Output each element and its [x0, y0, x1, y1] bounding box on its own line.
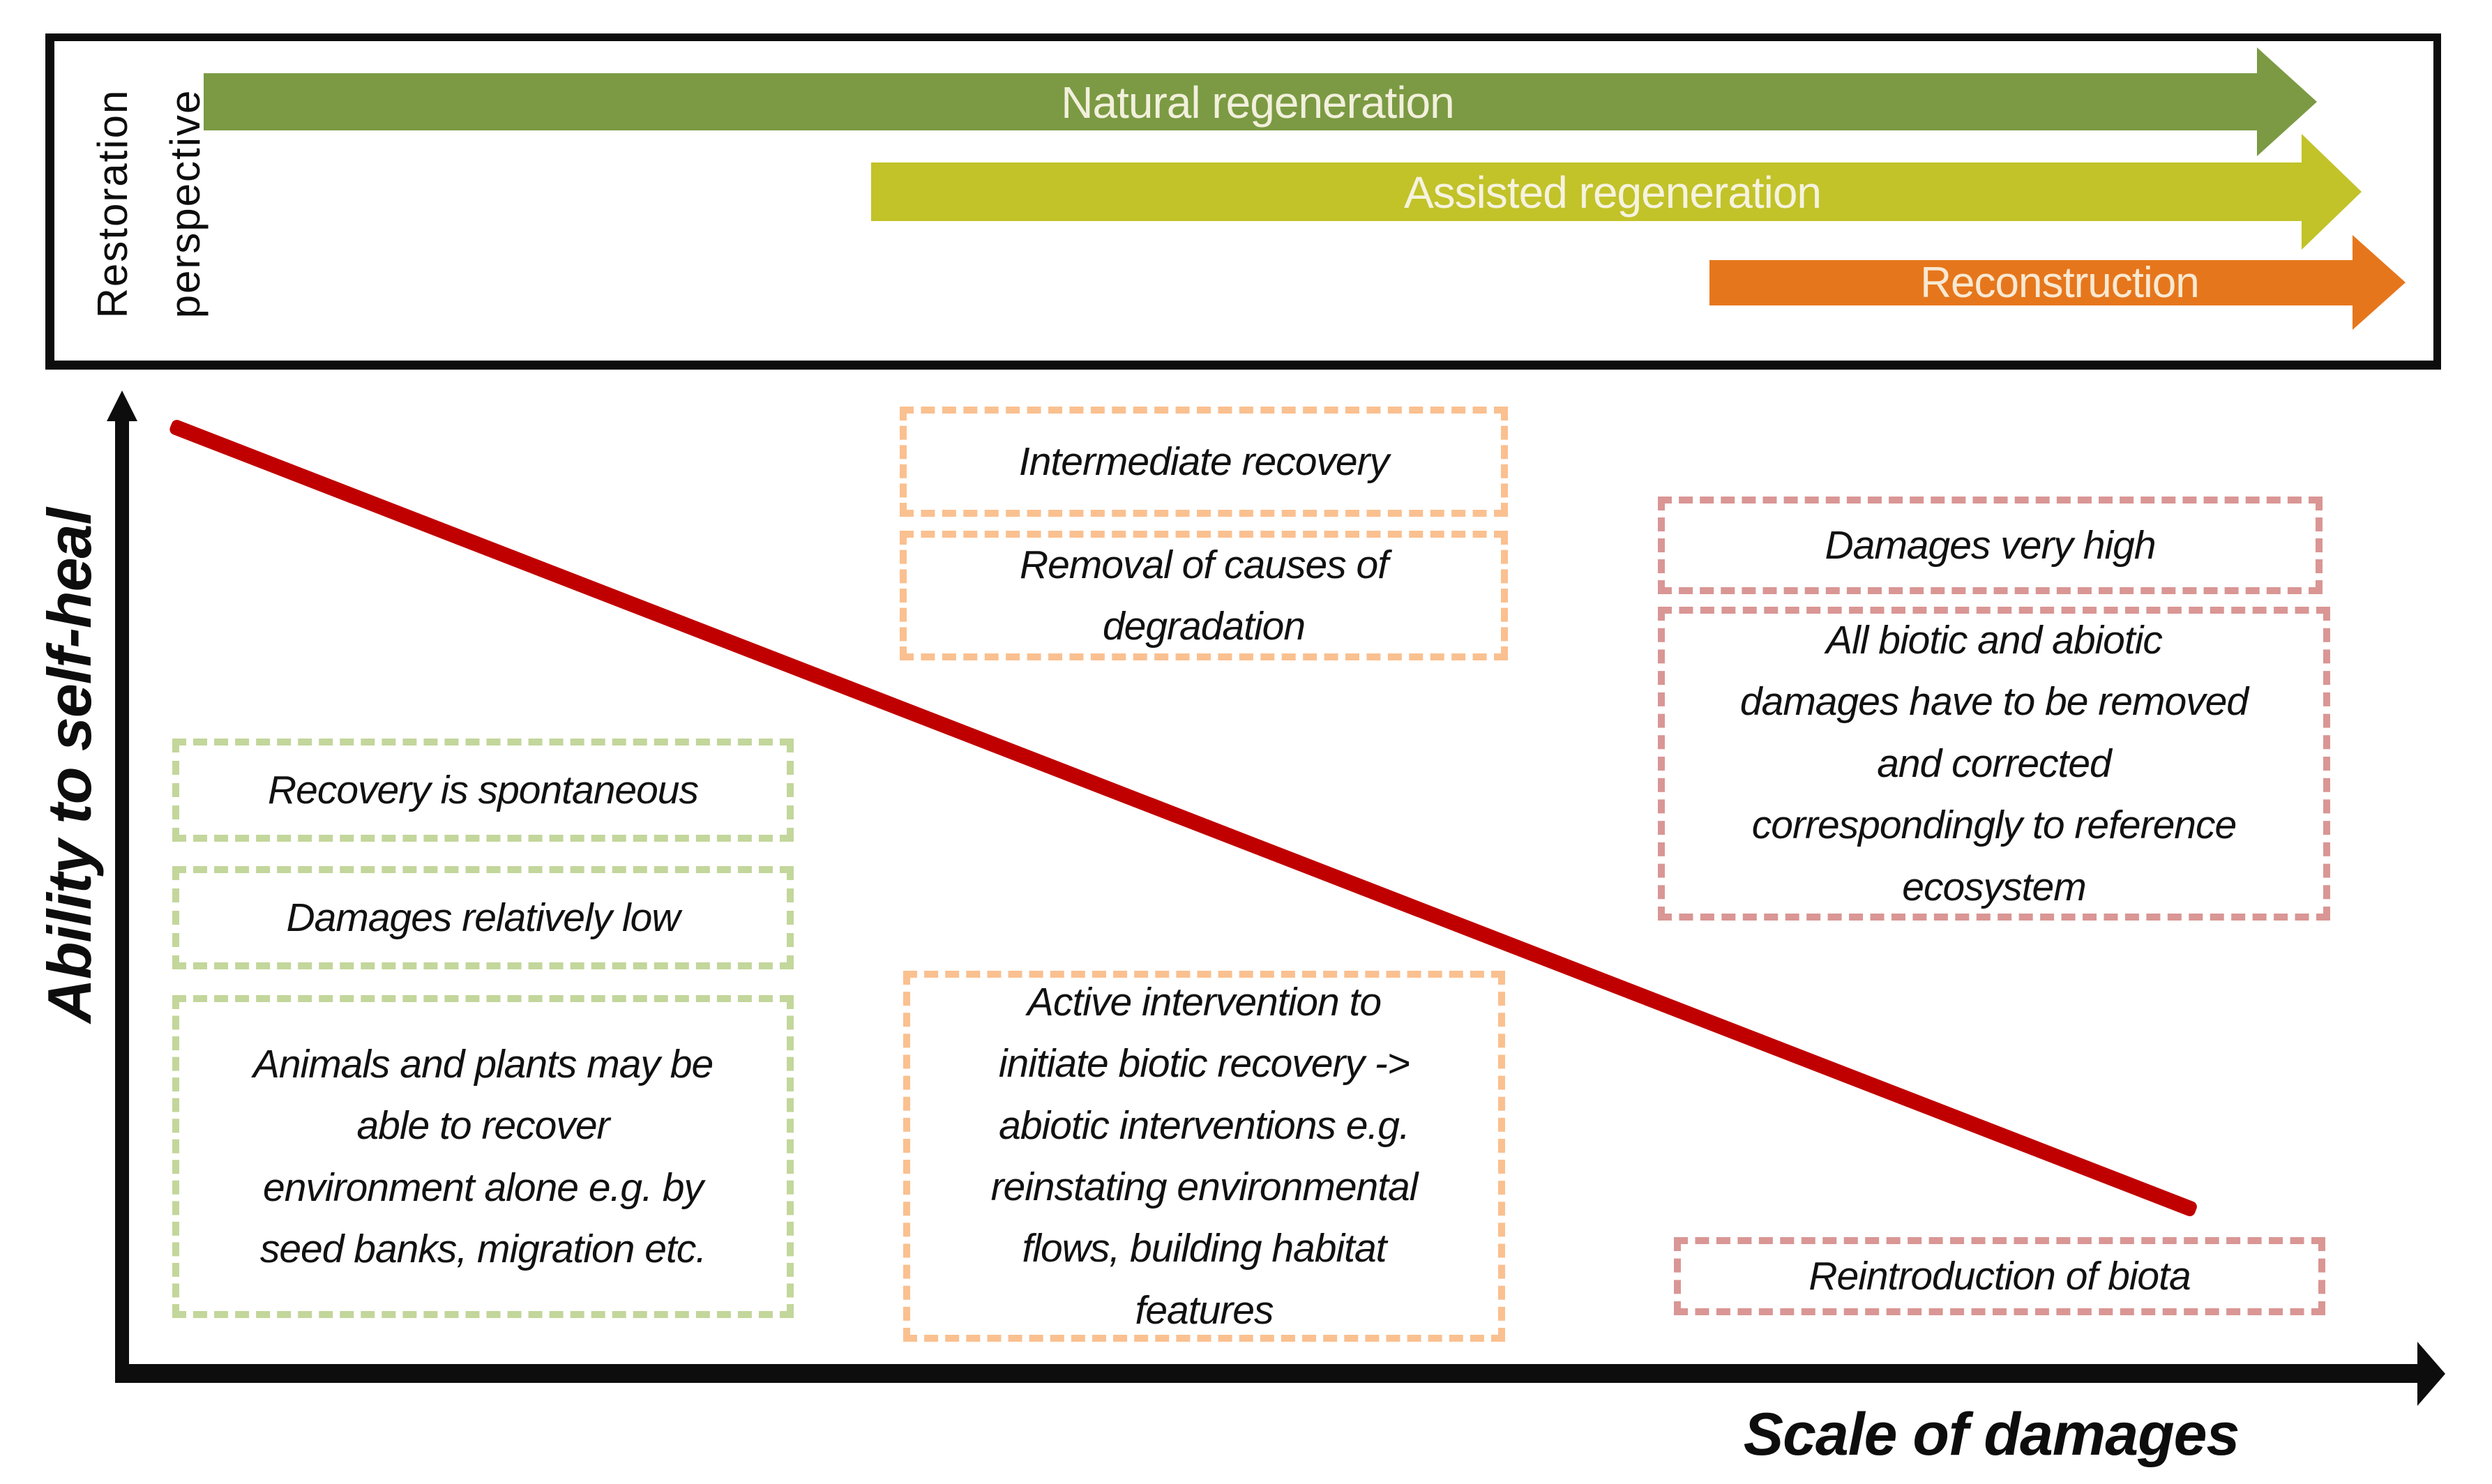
- x-axis-label: Scale of damages: [1743, 1401, 2240, 1468]
- note-active-intervention: Active intervention to initiate biotic r…: [903, 971, 1505, 1342]
- reconstruction-arrow-label: Reconstruction: [1920, 259, 2200, 307]
- x-axis-arrowhead-icon: [2417, 1342, 2445, 1406]
- assisted-regeneration-arrow-bar: [871, 162, 2302, 221]
- natural-regeneration-arrow-label: Natural regeneration: [1061, 77, 1454, 128]
- assisted-regeneration-arrow-label: Assisted regeneration: [1403, 167, 1822, 218]
- assisted-regeneration-arrowhead-icon: [2302, 134, 2362, 250]
- note-recovery-spontaneous: Recovery is spontaneous: [172, 739, 794, 842]
- note-removal-of-causes: Removal of causes of degradation: [900, 531, 1508, 660]
- note-damages-relatively-low: Damages relatively low: [172, 866, 794, 969]
- note-all-biotic-abiotic: All biotic and abiotic damages have to b…: [1658, 607, 2330, 921]
- restoration-perspective-label: Restoration perspective: [89, 89, 209, 319]
- y-axis-label: Ability to self-heal: [35, 508, 104, 1023]
- note-intermediate-recovery: Intermediate recovery: [900, 407, 1508, 517]
- reconstruction-arrowhead-icon: [2353, 235, 2406, 330]
- x-axis-line: [115, 1364, 2417, 1383]
- y-axis-arrowhead-icon: [107, 391, 137, 421]
- reconstruction-arrow-bar: [1709, 260, 2353, 305]
- note-animals-plants-recover: Animals and plants may be able to recove…: [172, 995, 794, 1318]
- natural-regeneration-arrow-bar: [204, 73, 2257, 130]
- note-reintroduction-of-biota: Reintroduction of biota: [1674, 1237, 2325, 1315]
- y-axis-line: [115, 418, 129, 1383]
- note-damages-very-high: Damages very high: [1658, 497, 2323, 594]
